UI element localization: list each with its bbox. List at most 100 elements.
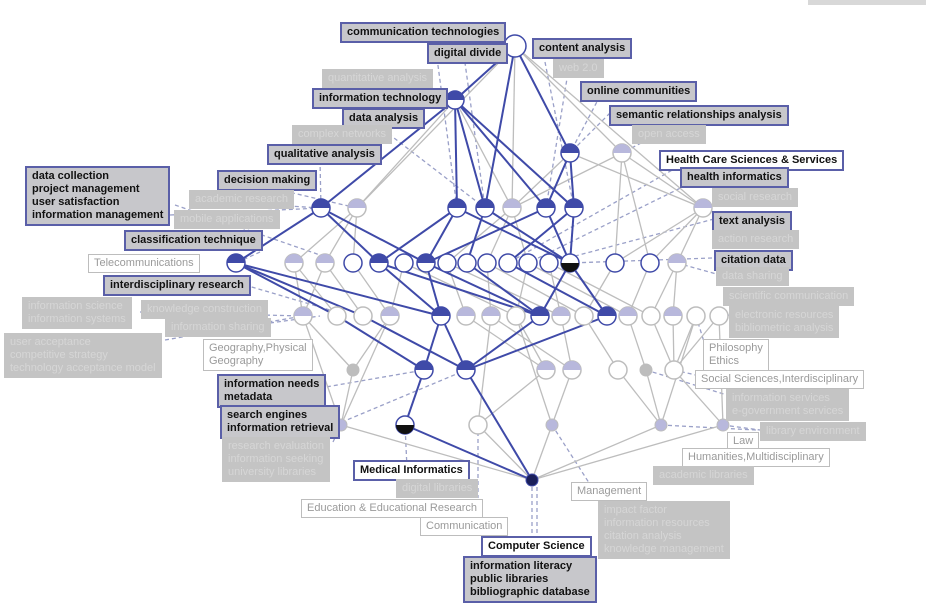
concept-label-line: Law: [733, 435, 754, 447]
concept-label[interactable]: digital divide: [427, 43, 509, 64]
concept-label[interactable]: quantitative analysis: [322, 69, 434, 88]
concept-label[interactable]: interdisciplinary research: [103, 275, 251, 296]
lattice-edge: [527, 262, 629, 317]
concept-label-line: social research: [718, 191, 792, 203]
concept-label[interactable]: open access: [632, 125, 706, 144]
concept-label[interactable]: data sharing: [716, 267, 789, 286]
concept-label-line: user acceptance: [10, 336, 91, 348]
concept-label-line: communication technologies: [347, 26, 500, 38]
concept-label[interactable]: Management: [571, 482, 648, 501]
concept-node: [498, 253, 518, 273]
concept-label[interactable]: scientific communication: [723, 287, 855, 306]
concept-label[interactable]: Computer Science: [481, 536, 592, 557]
concept-label[interactable]: decision making: [217, 170, 318, 191]
concept-label[interactable]: Communication: [420, 517, 509, 536]
lattice-edge-highlighted: [507, 207, 575, 264]
concept-label[interactable]: academic research: [189, 190, 294, 209]
concept-label-line: text analysis: [719, 215, 786, 227]
lattice-edge: [352, 262, 391, 317]
concept-label-line: Telecommunications: [94, 257, 194, 269]
concept-label[interactable]: information sharing: [165, 318, 271, 337]
lattice-edge: [454, 99, 513, 209]
concept-label-line: citation analysis: [604, 530, 682, 542]
concept-label[interactable]: academic libraries: [653, 466, 754, 485]
concept-label[interactable]: Medical Informatics: [353, 460, 470, 481]
concept-node-top-fill: [381, 307, 399, 316]
concept-label[interactable]: library environment: [760, 422, 866, 441]
concept-label[interactable]: online communities: [580, 81, 698, 102]
concept-node-top-fill: [565, 199, 583, 208]
lattice-edge-highlighted: [569, 262, 608, 317]
concept-node-top-fill: [668, 254, 686, 263]
label-leader-line: [695, 315, 706, 346]
concept-label-line: research evaluation: [228, 440, 325, 452]
lattice-edge: [356, 99, 456, 209]
concept-node: [641, 306, 661, 326]
concept-node-top-fill: [476, 199, 494, 208]
concept-label[interactable]: action research: [712, 230, 800, 249]
concept-label[interactable]: mobile applications: [174, 210, 280, 229]
concept-label-line: digital divide: [434, 47, 502, 59]
lattice-edge: [649, 207, 704, 264]
concept-label[interactable]: web 2.0: [553, 59, 604, 78]
concept-label-line: user satisfaction: [32, 196, 120, 208]
concept-label-line: bibliometric analysis: [735, 322, 834, 334]
concept-label[interactable]: Health Care Sciences & Services: [659, 150, 845, 171]
concept-label[interactable]: digital libraries: [396, 479, 479, 498]
lattice-edge: [515, 315, 547, 371]
concept-label[interactable]: classification technique: [124, 230, 263, 251]
concept-label[interactable]: content analysis: [532, 38, 633, 59]
lattice-edge: [340, 369, 354, 426]
concept-label[interactable]: Social Sciences,Interdisciplinary: [695, 370, 865, 389]
concept-node-top-fill: [537, 361, 555, 370]
concept-label[interactable]: semantic relationships analysis: [609, 105, 789, 126]
concept-label-line: metadata: [224, 391, 273, 403]
concept-label[interactable]: information technology: [312, 88, 449, 109]
concept-node: [437, 253, 457, 273]
concept-node: [477, 253, 497, 273]
concept-label[interactable]: knowledge construction: [141, 300, 268, 319]
concept-node-top-fill: [503, 199, 521, 208]
concept-label[interactable]: qualitative analysis: [267, 144, 382, 165]
concept-label[interactable]: text analysis: [712, 211, 793, 232]
lattice-edge-highlighted: [336, 315, 425, 371]
concept-label-line: knowledge management: [604, 543, 724, 555]
label-leader-line: [569, 95, 601, 154]
concept-label[interactable]: health informatics: [680, 167, 789, 188]
lattice-edge: [324, 262, 364, 317]
concept-label[interactable]: complex networks: [292, 125, 393, 144]
concept-label[interactable]: communication technologies: [340, 22, 507, 43]
concept-node: [654, 418, 668, 432]
lattice-edge: [650, 262, 678, 317]
concept-label-line: digital libraries: [402, 482, 473, 494]
concept-label-line: information literacy: [470, 560, 573, 572]
concept-node-top-fill: [417, 254, 435, 263]
concept-label[interactable]: social research: [712, 188, 798, 207]
lattice-edge: [324, 207, 358, 264]
lattice-edge-highlighted: [404, 424, 533, 481]
concept-node-top-fill: [563, 361, 581, 370]
concept-label[interactable]: Telecommunications: [88, 254, 200, 273]
concept-label[interactable]: Education & Educational Research: [301, 499, 483, 518]
concept-node: [639, 363, 653, 377]
concept-label[interactable]: Law: [727, 432, 760, 451]
lattice-edge: [645, 369, 662, 426]
concept-node: [506, 306, 526, 326]
lattice-edge: [676, 207, 704, 264]
concept-node: [545, 418, 559, 432]
concept-label-line: academic libraries: [659, 469, 748, 481]
concept-label-line: electronic resources: [735, 309, 834, 321]
concept-label[interactable]: Humanities,Multidisciplinary: [682, 448, 830, 467]
